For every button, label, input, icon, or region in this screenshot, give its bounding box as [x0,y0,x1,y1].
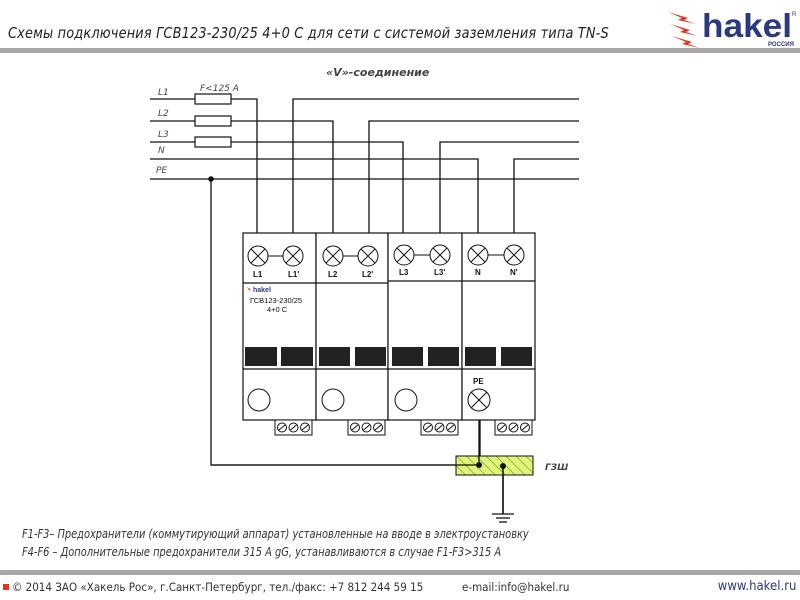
module-brand: hakel [253,287,271,294]
screw-terminal-block [494,419,533,436]
indicator-lamps [247,244,525,412]
note-line-1: F1-F3– Предохранители (коммутирующий апп… [22,527,529,541]
module-branding: hakel ГСВ123-230/25 4+0 C [246,287,302,314]
pe-lamp-icon [467,388,491,412]
terminal-label: L3' [434,268,445,277]
wire-l3-out [439,141,579,233]
wire-l2-in [150,120,334,233]
logo-registered: R [792,12,797,18]
lightning-icon [246,287,253,292]
bullet-icon [3,584,9,590]
line-label-l1: L1 [158,88,169,98]
wire-n-in [150,158,479,233]
terminal-label: L2' [362,270,373,279]
line-label-l3: L3 [158,130,169,140]
wire-l3-in [150,141,404,233]
line-labels: L1 L2 L3 N PE F<125 A [156,84,239,176]
lamp-icon [393,244,451,266]
ground-bar [211,420,534,514]
line-label-l2: L2 [158,109,169,119]
ground-bar-label: ГЗШ [545,463,568,473]
terminal-label: N [475,268,481,277]
pe-junction [208,176,214,182]
connection-title: «V»-соединение [326,66,430,79]
footer-divider [0,570,800,575]
fuse-windows [245,347,532,366]
wire-n-out [513,158,579,233]
fuse-f3 [194,136,232,148]
line-label-pe: PE [156,166,167,176]
terminal-label: L1 [253,270,263,279]
module-config: 4+0 C [267,305,288,314]
terminal-label: L1' [288,270,299,279]
bus-lines [150,98,579,514]
fuse-f1 [194,93,232,105]
logo-brand: hakel [702,7,792,44]
hakel-logo: hakel R РОССИЯ [668,7,797,48]
terminal-label: L3 [399,268,409,277]
header-divider [0,48,800,53]
screw-terminal-block [347,419,386,436]
lamp-icon [247,245,304,267]
lamp-icon [322,245,379,267]
logo-sub: РОССИЯ [768,42,794,48]
terminal-label: N' [510,268,518,277]
note-line-2: F4-F6 – Дополнительные предохранители 31… [22,545,502,559]
wire-l2-out [368,120,579,233]
line-label-n: N [158,146,165,156]
lightning-icon [668,12,700,48]
page-title: Схемы подключения ГСВ123-230/25 4+0 С дл… [8,24,609,42]
fuse-label: F<125 A [200,84,239,94]
footer-copyright: © 2014 ЗАО «Хакель Рос», г.Санкт-Петербу… [12,580,424,594]
module-model: ГСВ123-230/25 [250,296,302,305]
terminal-label: L2 [328,270,338,279]
footer: © 2014 ЗАО «Хакель Рос», г.Санкт-Петербу… [0,579,800,597]
footer-email-link[interactable]: e-mail:info@hakel.ru [462,580,570,594]
lamp-icon [467,244,525,266]
screw-terminals [274,419,533,436]
screw-terminal-block [274,419,313,436]
wire-l1-out [292,98,579,233]
screw-terminal-block [420,419,459,436]
wire-l1-in [150,98,258,233]
fuse-f2 [194,115,232,127]
pe-label: PE [473,377,484,386]
ground-icon [492,513,514,523]
status-windows [247,388,418,412]
footer-website-link[interactable]: www.hakel.ru [717,579,796,594]
terminal-labels: L1 L1' L2 L2' L3 L3' N N' PE [253,268,518,386]
fuses [194,93,232,148]
